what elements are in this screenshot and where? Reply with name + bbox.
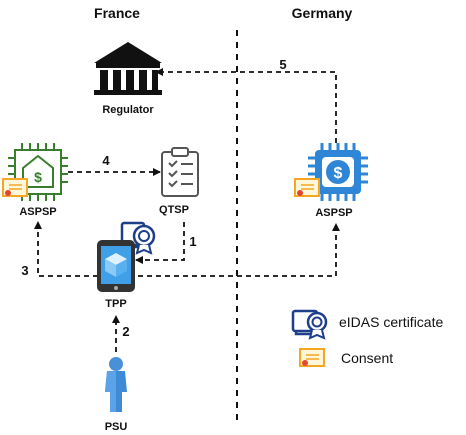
legend-eidas-certificate-icon [291, 309, 328, 340]
step-4-label: 4 [102, 153, 110, 168]
edge-step-3-germany [138, 223, 340, 277]
step-2-label: 2 [122, 324, 129, 339]
consent-badge-france-icon [2, 178, 28, 197]
qtsp-label: QTSP [159, 204, 189, 216]
aspsp-germany-chip-icon: $ [308, 143, 368, 201]
step-1-label: 1 [189, 234, 196, 249]
psu-user-icon [105, 357, 127, 412]
edge-step-3-france [34, 221, 98, 277]
edge-step-1 [135, 222, 185, 264]
qtsp-clipboard-icon [161, 147, 199, 197]
step-5-label: 5 [279, 57, 286, 72]
aspsp-germany-label: ASPSP [315, 207, 352, 219]
psu-label: PSU [105, 421, 128, 433]
svg-text:$: $ [34, 169, 42, 185]
edge-step-5 [155, 68, 337, 143]
consent-badge-germany-icon [294, 178, 320, 197]
legend-consent-label: Consent [341, 350, 393, 366]
step-3-label: 3 [21, 263, 28, 278]
aspsp-france-label: ASPSP [19, 206, 56, 218]
region-label-germany: Germany [292, 5, 353, 21]
legend-consent-icon [299, 348, 325, 367]
legend-certificate-label: eIDAS certificate [339, 314, 443, 330]
aspsp-france-chip-icon: $ [8, 143, 68, 201]
tpp-phone-icon [97, 240, 135, 292]
svg-text:$: $ [334, 165, 343, 182]
eidas-certificate-tpp-icon [120, 221, 156, 255]
regulator-label: Regulator [102, 104, 154, 116]
tpp-label: TPP [105, 298, 126, 310]
region-label-france: France [94, 5, 140, 21]
regulator-bank-icon [94, 42, 162, 95]
